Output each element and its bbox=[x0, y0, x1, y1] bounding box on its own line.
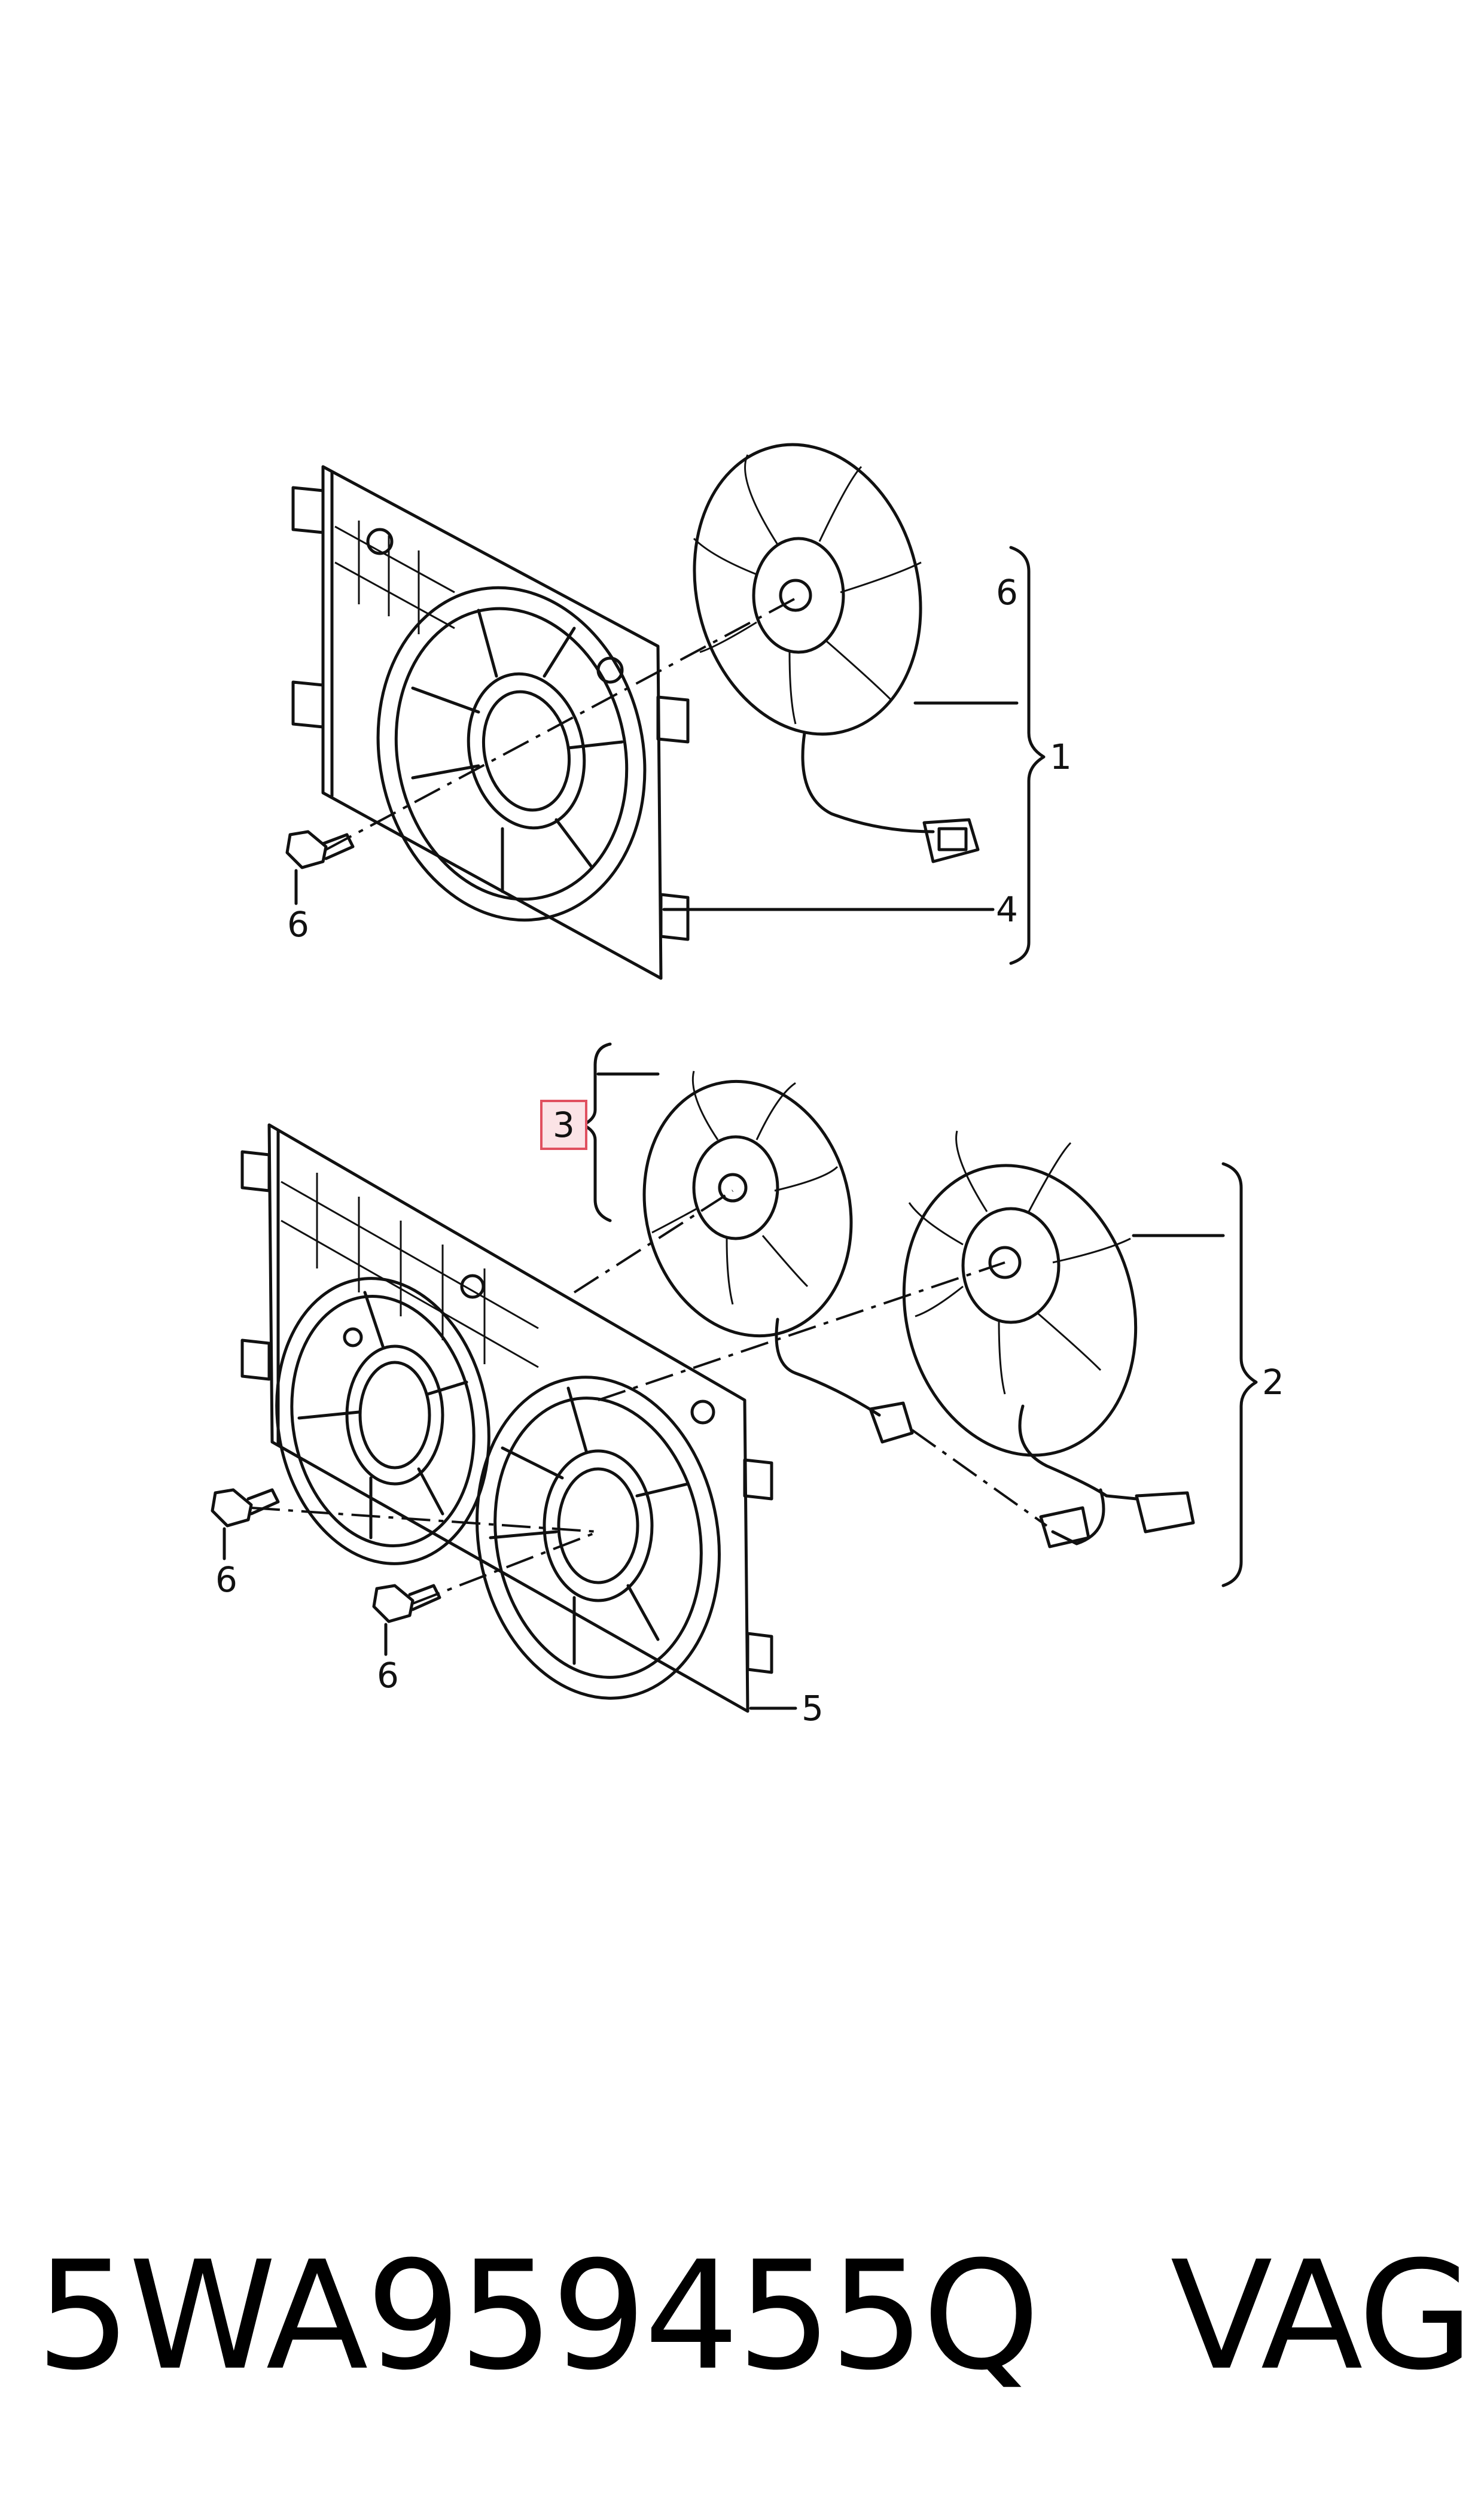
fan-motor-2 bbox=[902, 1130, 1195, 1548]
callout-2: 2 bbox=[1262, 1362, 1284, 1403]
callout-1: 1 bbox=[1050, 737, 1072, 777]
single-fan-shroud bbox=[291, 465, 690, 980]
upper-callout-labels: 6 1 6 4 bbox=[287, 572, 1072, 945]
callout-6-bolt: 6 bbox=[287, 904, 309, 945]
upper-fan-assembly bbox=[285, 443, 980, 980]
lower-callout-lines bbox=[223, 1042, 1258, 1710]
lower-bolt-right bbox=[372, 1584, 441, 1623]
part-number: 5WA959455Q bbox=[36, 2228, 1040, 2403]
lower-fan-assembly bbox=[211, 1070, 1195, 1713]
dual-fan-shroud bbox=[240, 1123, 773, 1713]
callout-6-bolt-right: 6 bbox=[377, 1655, 399, 1696]
callout-3-highlight bbox=[540, 1100, 587, 1150]
upper-bolt bbox=[285, 830, 355, 869]
callout-5: 5 bbox=[802, 1688, 824, 1729]
brand-name: VAG bbox=[1170, 2228, 1474, 2403]
callout-6-bolt-left: 6 bbox=[215, 1559, 237, 1600]
callout-4: 4 bbox=[996, 889, 1018, 930]
lower-callout-labels: 3 2 6 6 5 bbox=[215, 1100, 1284, 1729]
fan-motor-3 bbox=[642, 1070, 914, 1444]
upper-callout-lines bbox=[294, 546, 1046, 965]
upper-fan-motor bbox=[693, 443, 980, 863]
callout-3: 3 bbox=[553, 1105, 575, 1145]
callout-6-bracket: 6 bbox=[996, 572, 1018, 613]
caption: 5WA959455Q VAG bbox=[36, 2229, 1474, 2403]
